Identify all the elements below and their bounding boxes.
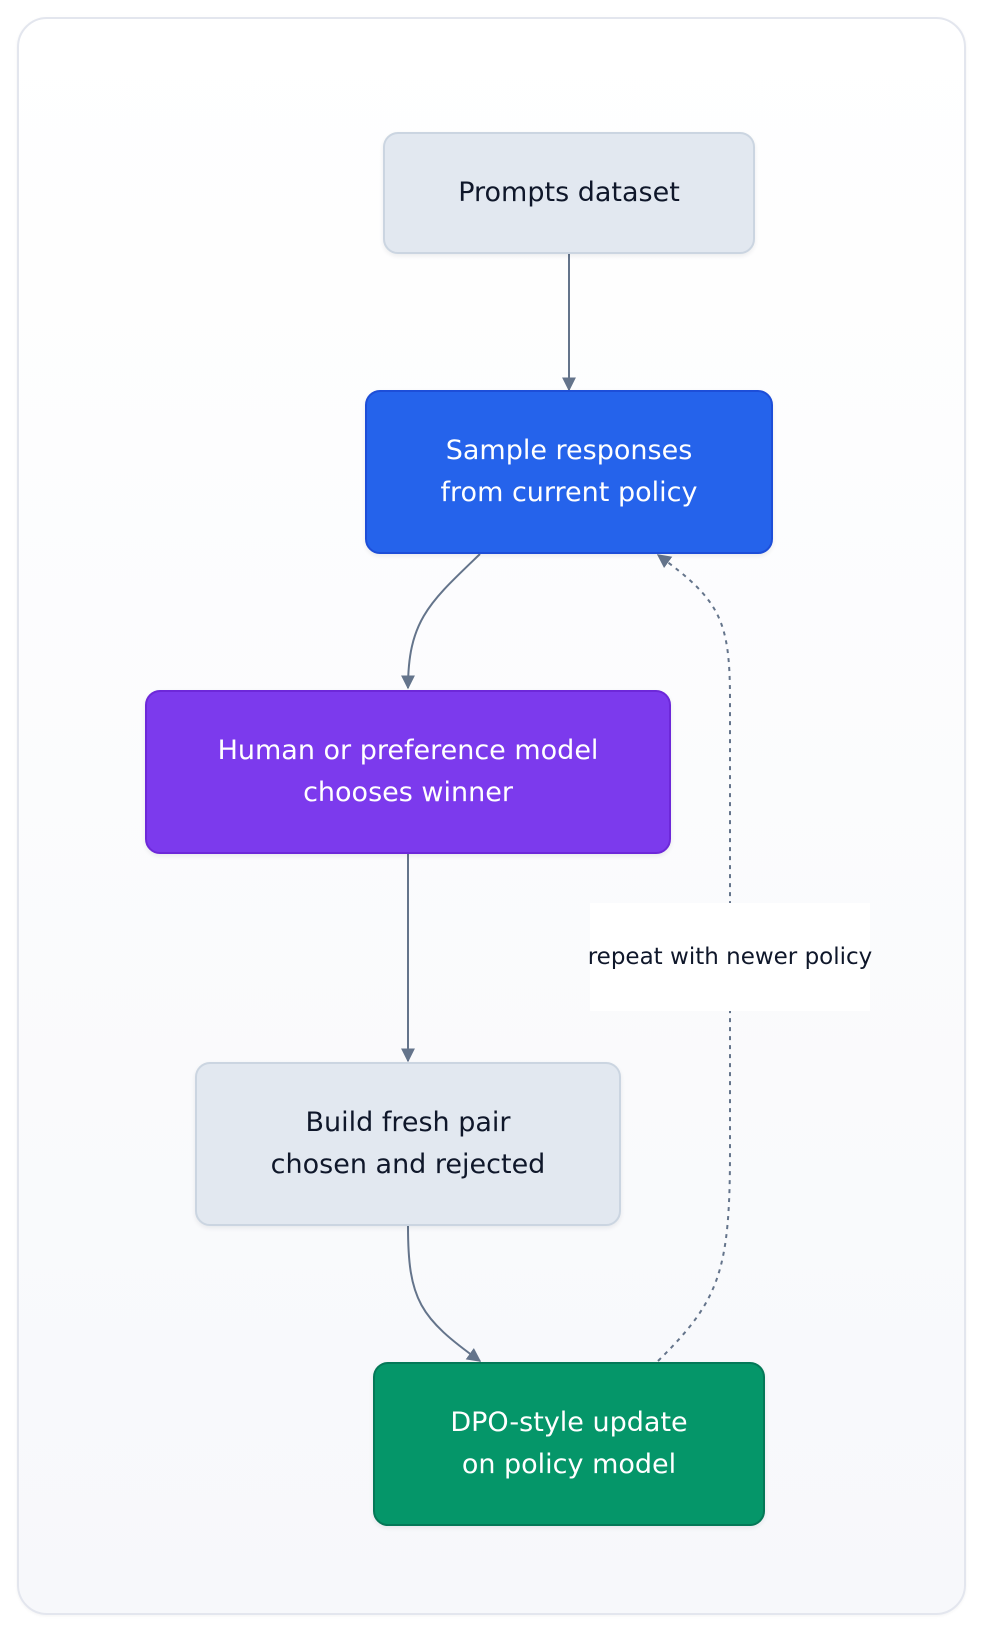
edge-sample-to-judge [401, 553, 481, 690]
node-sample-responses-line-1: Sample responses [445, 435, 693, 466]
node-build-pair-line-1: Build fresh pair [305, 1107, 511, 1138]
node-choose-winner-line-2: chooses winner [303, 777, 513, 808]
node-dpo-update-line-1: DPO-style update [450, 1407, 688, 1438]
node-build-pair-line-2: chosen and rejected [270, 1149, 546, 1180]
node-dpo-update: DPO-style update on policy model [373, 1362, 765, 1526]
edge-update-loop-back [656, 554, 731, 1362]
node-dpo-update-line-2: on policy model [461, 1449, 677, 1480]
edge-pair-to-update [407, 1225, 482, 1362]
node-sample-responses-line-2: from current policy [440, 477, 698, 508]
node-choose-winner-line-1: Human or preference model [217, 735, 599, 766]
node-build-pair: Build fresh pair chosen and rejected [195, 1062, 621, 1226]
loop-edge-label: repeat with newer policy [588, 903, 872, 1011]
node-choose-winner: Human or preference model chooses winner [145, 690, 671, 854]
node-prompts-dataset: Prompts dataset [383, 132, 755, 254]
node-sample-responses: Sample responses from current policy [365, 390, 773, 554]
node-prompts-dataset-label: Prompts dataset [458, 177, 680, 208]
